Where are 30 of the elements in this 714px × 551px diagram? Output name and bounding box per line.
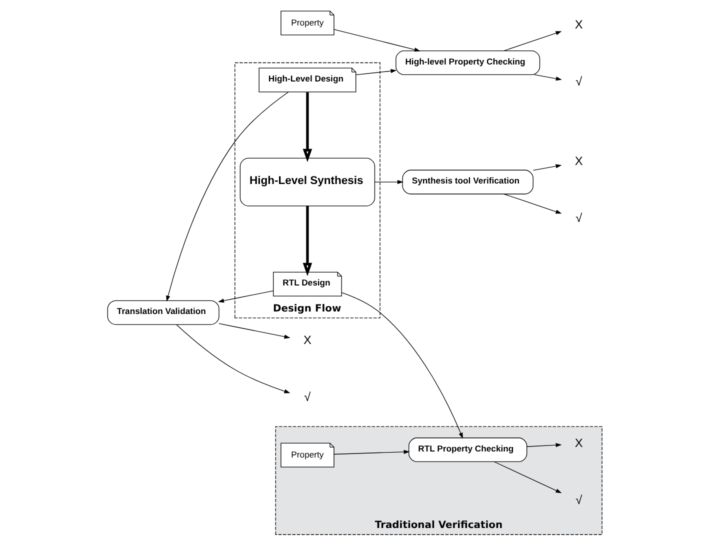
- node-text: √: [575, 492, 582, 507]
- node-text: X: [302, 333, 311, 348]
- arrow: [166, 92, 288, 302]
- arrow: [333, 29, 420, 52]
- arrow: [176, 324, 290, 394]
- node-text: X: [574, 18, 582, 32]
- node-box: RTL Property Checking: [408, 438, 527, 462]
- node-box: High-Level Synthesis: [239, 158, 375, 206]
- arrow: [355, 68, 396, 76]
- arrow: [340, 292, 462, 439]
- arrow: [218, 323, 290, 339]
- node-box: Synthesis tool Verification: [402, 170, 533, 194]
- arrow: [526, 442, 562, 448]
- arrow: [302, 92, 312, 162]
- node-box: Translation Validation: [106, 300, 219, 325]
- arrow: [534, 74, 562, 81]
- node-text: √: [304, 390, 310, 404]
- arrow: [302, 206, 312, 276]
- arrow: [493, 461, 562, 494]
- arrow: [374, 180, 403, 184]
- arrow: [502, 194, 562, 214]
- node-text: X: [574, 436, 582, 450]
- arrow: [532, 164, 562, 171]
- node-text: √: [575, 211, 582, 226]
- node-box: High-level Property Checking: [395, 50, 540, 76]
- arrow: [333, 450, 410, 455]
- arrow: [502, 31, 562, 52]
- node-text: √: [575, 74, 582, 89]
- node-text: X: [574, 154, 582, 168]
- arrow: [218, 290, 274, 303]
